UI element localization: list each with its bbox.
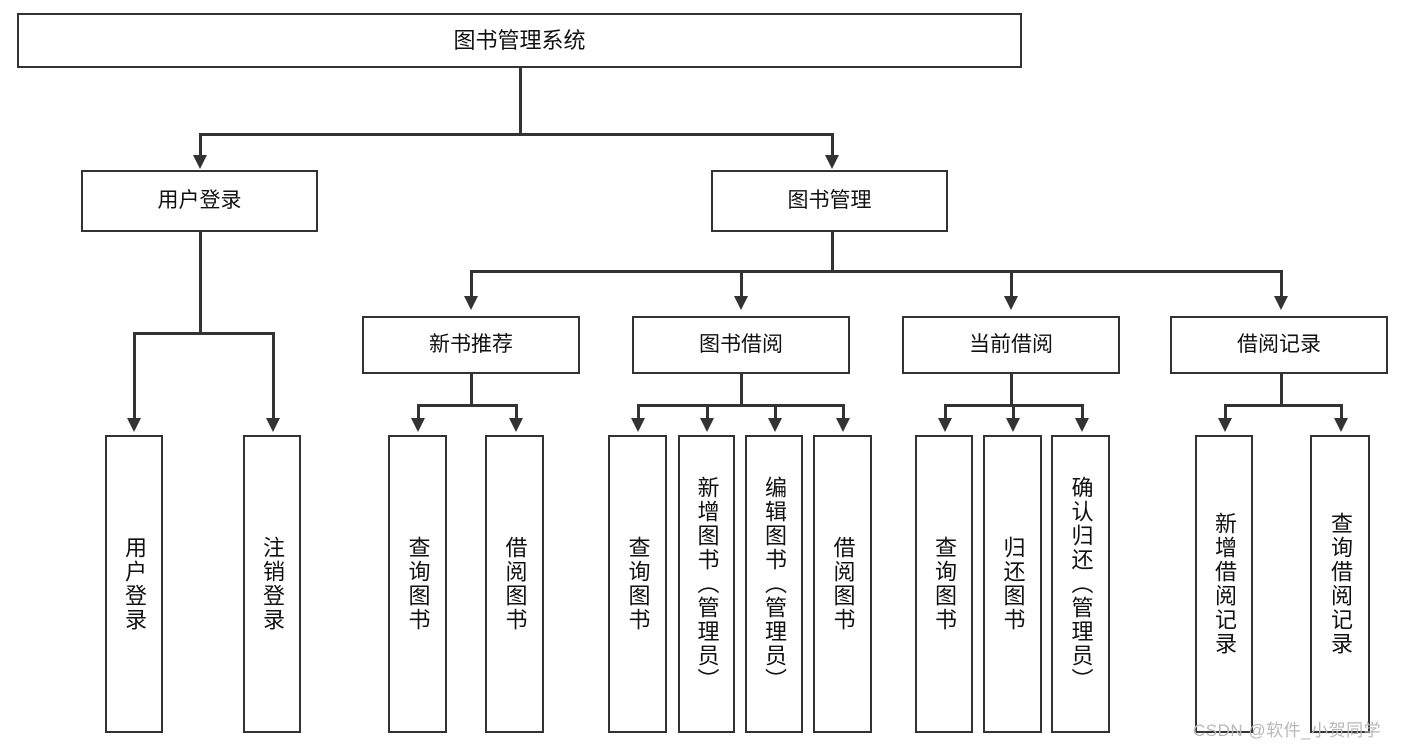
arrowhead-to-leaf-query-book-1 [411,418,425,432]
arrowhead-to-book-manage [825,155,839,169]
node-label: 用户登录 [157,188,242,212]
arrowhead-to-leaf-add-book [700,418,714,432]
node-borrow-record[interactable]: 借阅记录 [1170,316,1388,374]
arrowhead-to-leaf-return-book [1006,418,1020,432]
arrowhead-to-borrow-record [1274,296,1288,310]
node-label: 用户登录 [122,536,147,632]
connector-user-login-stem [199,232,202,333]
connector-book-borrow-bar [637,404,845,407]
node-label: 查询图书 [625,536,651,632]
connector-new-book-bar [417,404,518,407]
node-label: 当前借阅 [969,332,1053,356]
node-leaf-borrow-book-2[interactable]: 借阅图书 [813,435,872,733]
connector-book-borrow-drop-1 [637,404,640,418]
node-label: 图书管理系统 [453,27,586,53]
arrowhead-to-leaf-borrow-book-1 [509,418,523,432]
connector-borrow-record-bar [1224,404,1343,407]
connector-new-book-drop-1 [417,404,420,418]
node-label: 借阅记录 [1237,332,1321,356]
node-label: 图书借阅 [699,332,783,356]
node-label: 确认归还（管理员） [1068,476,1094,692]
connector-current-borrow-drop-1 [944,404,947,418]
node-leaf-add-book[interactable]: 新增图书（管理员） [678,435,735,733]
node-leaf-add-borrow-record[interactable]: 新增借阅记录 [1195,435,1253,733]
connector-borrow-record-drop-2 [1340,404,1343,418]
node-root-book-management-system[interactable]: 图书管理系统 [17,13,1022,68]
connector-user-login-drop-1 [133,332,136,418]
arrowhead-to-leaf-user-logout [266,418,280,432]
connector-current-borrow-drop-2 [1012,404,1015,418]
node-label: 借阅图书 [502,536,528,632]
arrowhead-to-book-borrow [734,296,748,310]
connector-book-manage-drop-2 [740,270,743,296]
watermark-csdn: CSDN @软件_小贺同学 [1193,721,1382,740]
connector-new-book-stem [470,374,473,406]
arrowhead-to-leaf-confirm-return [1075,418,1089,432]
node-leaf-query-book-3[interactable]: 查询图书 [915,435,973,733]
connector-book-manage-drop-4 [1280,270,1283,296]
arrowhead-to-user-login [193,155,207,169]
node-leaf-query-book-1[interactable]: 查询图书 [388,435,447,733]
node-leaf-query-book-2[interactable]: 查询图书 [608,435,667,733]
connector-book-borrow-stem [740,374,743,406]
node-label: 归还图书 [1000,536,1026,632]
connector-book-borrow-drop-2 [706,404,709,418]
arrowhead-to-leaf-add-record [1218,418,1232,432]
connector-user-login-bar [133,332,275,335]
node-label: 编辑图书（管理员） [762,476,787,692]
arrowhead-to-leaf-query-book-2 [631,418,645,432]
node-leaf-borrow-book-1[interactable]: 借阅图书 [485,435,544,733]
node-label: 查询借阅记录 [1328,512,1353,656]
node-label: 新书推荐 [429,332,513,356]
arrowhead-to-leaf-query-book-3 [938,418,952,432]
connector-current-borrow-stem [1010,374,1013,406]
node-label: 新增借阅记录 [1212,512,1237,656]
connector-root-drop-left [199,133,202,155]
connector-root-drop-right [831,133,834,155]
connector-root-stem [519,68,522,134]
connector-book-manage-drop-3 [1010,270,1013,296]
connector-root-bar [199,133,834,136]
arrowhead-to-leaf-edit-book [768,418,782,432]
connector-book-manage-stem [831,232,834,271]
node-leaf-query-borrow-record[interactable]: 查询借阅记录 [1310,435,1370,733]
connector-new-book-drop-2 [515,404,518,418]
connector-borrow-record-stem [1280,374,1283,406]
connector-book-borrow-drop-4 [842,404,845,418]
node-book-manage[interactable]: 图书管理 [711,170,948,232]
node-label: 借阅图书 [830,536,856,632]
node-leaf-user-logout[interactable]: 注销登录 [243,435,301,733]
node-current-borrow[interactable]: 当前借阅 [902,316,1120,374]
connector-book-borrow-drop-3 [774,404,777,418]
node-label: 新增图书（管理员） [694,476,720,692]
connector-book-manage-drop-1 [470,270,473,296]
arrowhead-to-leaf-borrow-book-2 [836,418,850,432]
connector-borrow-record-drop-1 [1224,404,1227,418]
arrowhead-to-current-borrow [1004,296,1018,310]
node-book-borrow[interactable]: 图书借阅 [632,316,850,374]
connector-book-manage-bar [470,270,1283,273]
connector-current-borrow-drop-3 [1081,404,1084,418]
node-leaf-return-book[interactable]: 归还图书 [983,435,1042,733]
node-label: 查询图书 [405,536,431,632]
node-leaf-confirm-return[interactable]: 确认归还（管理员） [1051,435,1110,733]
node-label: 图书管理 [787,188,872,212]
node-user-login[interactable]: 用户登录 [81,170,318,232]
node-leaf-edit-book[interactable]: 编辑图书（管理员） [745,435,803,733]
arrowhead-to-leaf-query-record [1334,418,1348,432]
node-new-book-recommend[interactable]: 新书推荐 [362,316,580,374]
node-label: 注销登录 [260,536,285,632]
node-label: 查询图书 [932,536,957,632]
node-leaf-user-login[interactable]: 用户登录 [105,435,163,733]
connector-user-login-drop-2 [272,332,275,418]
arrowhead-to-new-book-recommend [464,296,478,310]
arrowhead-to-leaf-user-login [127,418,141,432]
